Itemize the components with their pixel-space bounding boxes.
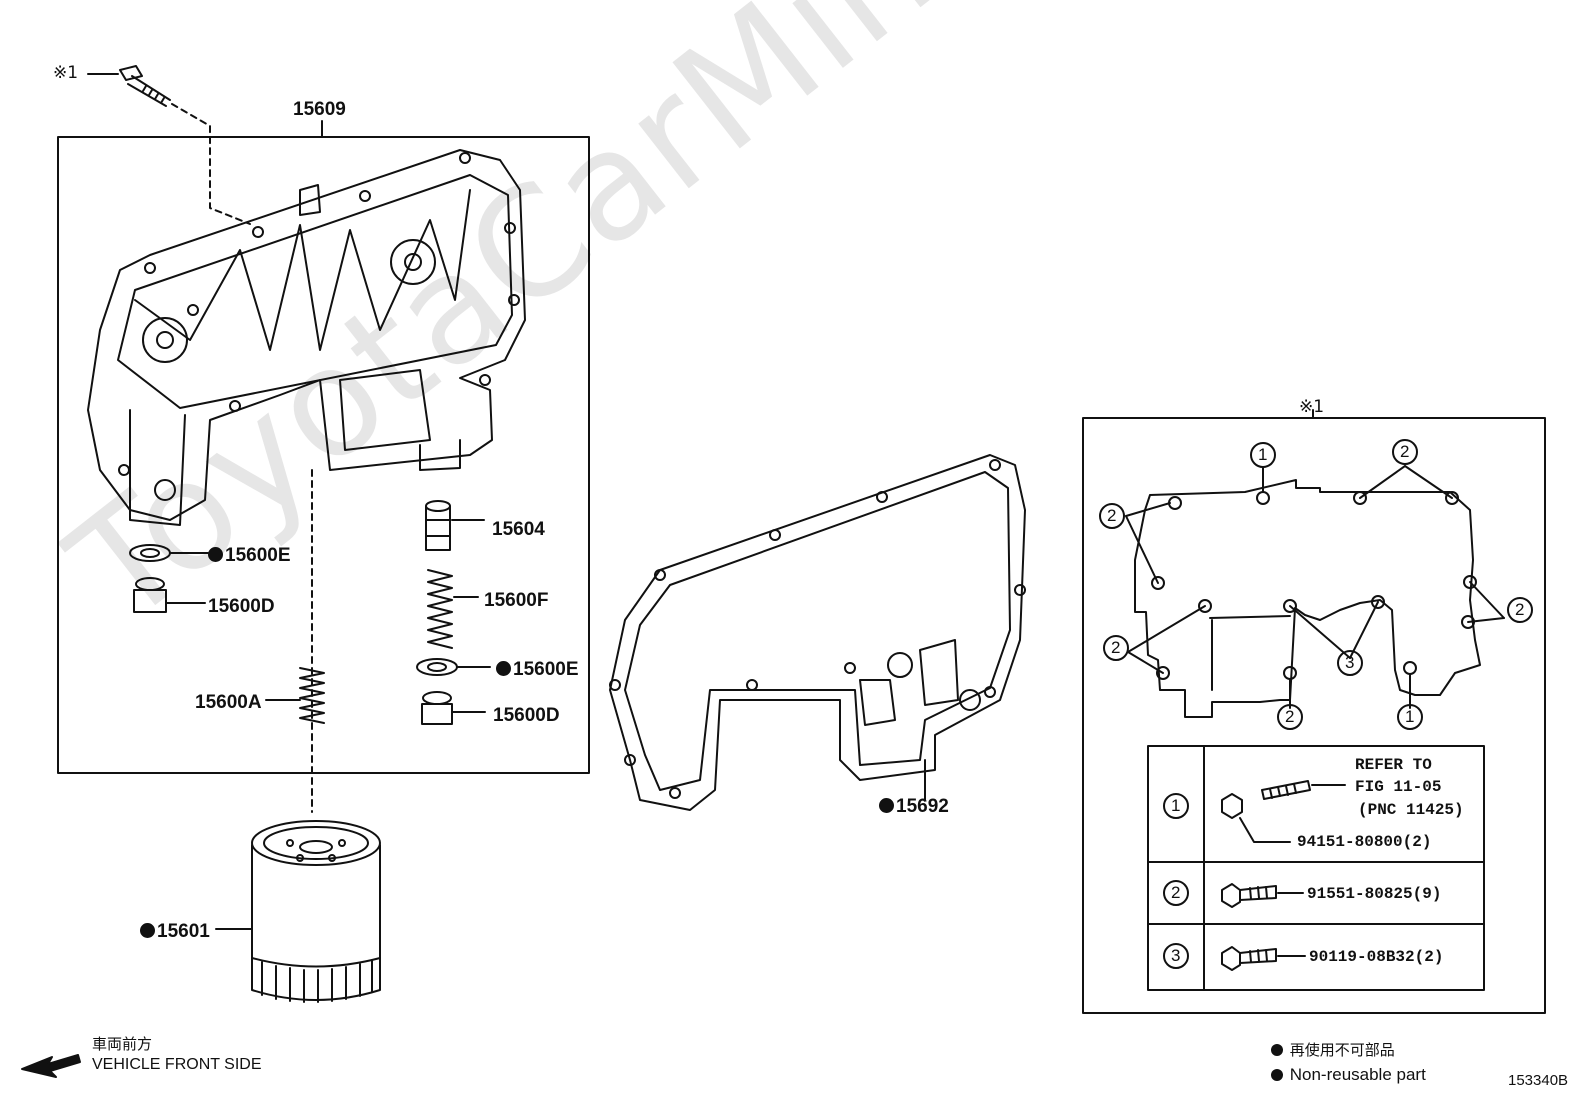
assembly-frame [57, 136, 590, 774]
callout-1-top: 1 [1258, 445, 1268, 464]
label-15600A: 15600A [195, 692, 262, 713]
detail-mark: ※1 [1299, 397, 1325, 417]
label-15600F: 15600F [484, 590, 549, 611]
spring-15600A [265, 667, 325, 724]
table-row-1-num: 1 [1171, 796, 1181, 815]
callout-2-left: 2 [1107, 506, 1117, 525]
legend-jp-text: 再使用不可部品 [1289, 1041, 1395, 1059]
label-15601-text: 15601 [157, 921, 210, 942]
bolt-layout-outline [1125, 465, 1505, 718]
label-15600E-right: 15600E [496, 660, 579, 679]
label-15601: 15601 [140, 922, 210, 941]
label-15600E-left-text: 15600E [225, 545, 291, 566]
ref-mark-bolt: ※1 [53, 63, 79, 83]
plug-15600D-left [133, 577, 206, 613]
non-reusable-dot-icon [208, 547, 223, 562]
label-15600E-right-text: 15600E [513, 659, 579, 680]
label-15600D-right: 15600D [493, 705, 560, 726]
oil-filter-bracket-drawing [87, 149, 526, 526]
table-row-2-part: 91551-80825(9) [1307, 885, 1442, 903]
bolt-table [1147, 745, 1485, 991]
valve-15604 [425, 500, 485, 551]
label-15600E-left: 15600E [208, 546, 291, 565]
refer-line-2: FIG 11-05 [1355, 778, 1442, 796]
non-reusable-dot-icon [496, 661, 511, 676]
spring-15600F [427, 569, 479, 649]
callout-circles [1099, 439, 1533, 730]
oil-filter-15601 [215, 820, 381, 1003]
refer-line-3: (PNC 11425) [1358, 801, 1464, 819]
front-label-en: VEHICLE FRONT SIDE [92, 1056, 262, 1073]
legend-en-text: Non-reusable part [1289, 1065, 1426, 1084]
label-15692: 15692 [879, 797, 949, 816]
callout-2-right: 2 [1515, 600, 1525, 619]
table-row-1-part: 94151-80800(2) [1297, 833, 1432, 851]
bolt-drawing [87, 65, 251, 225]
gasket-15692-drawing [609, 454, 1026, 811]
non-reusable-dot-icon [879, 798, 894, 813]
gasket-15600E-right [416, 658, 491, 676]
legend-dot-icon [1271, 1044, 1283, 1056]
gasket-15600E-left [129, 544, 209, 562]
callout-2-bottom: 2 [1285, 707, 1295, 726]
plug-15600D-right [421, 691, 486, 725]
label-15604: 15604 [492, 519, 545, 540]
front-label-jp: 車両前方 [92, 1035, 153, 1053]
table-row-3-part: 90119-08B32(2) [1309, 948, 1444, 966]
figure-id: 153340B [1508, 1072, 1569, 1089]
non-reusable-dot-icon [140, 923, 155, 938]
table-row-3-num: 3 [1171, 946, 1181, 965]
callout-2-top: 2 [1400, 442, 1410, 461]
callout-1-bottom: 1 [1405, 707, 1415, 726]
label-15600D-left: 15600D [208, 596, 275, 617]
label-15609: 15609 [293, 99, 346, 120]
legend-dot-icon [1271, 1069, 1283, 1081]
label-15692-text: 15692 [896, 796, 949, 817]
callout-2-lower-left: 2 [1111, 638, 1121, 657]
legend-jp: 再使用不可部品 [1271, 1043, 1395, 1058]
table-row-2-num: 2 [1171, 883, 1181, 902]
legend-en: Non-reusable part [1271, 1066, 1426, 1083]
refer-line-1: REFER TO [1355, 756, 1432, 774]
callout-3: 3 [1345, 653, 1355, 672]
front-arrow-icon [21, 1054, 81, 1078]
